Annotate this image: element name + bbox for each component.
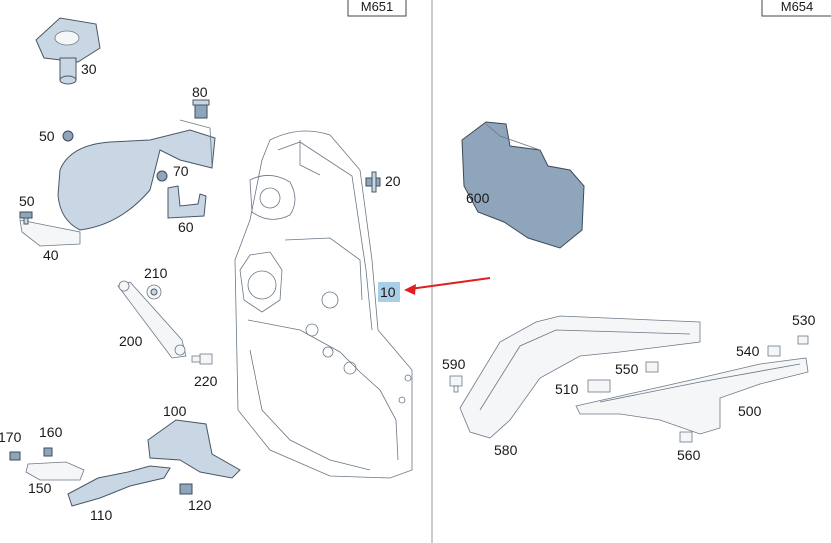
callout-560[interactable]: 560 [677,447,701,463]
part-200[interactable] [117,280,187,359]
callout-530[interactable]: 530 [792,312,816,328]
engine-tab-m651[interactable]: M651 [347,0,407,17]
callout-170[interactable]: 170 [0,429,22,445]
part-100[interactable] [147,419,241,479]
callout-120[interactable]: 120 [188,497,212,513]
part-70[interactable] [156,170,168,182]
part-510[interactable] [587,379,611,393]
engine-label-m654: M654 [781,0,814,14]
part-160[interactable] [43,447,53,457]
callout-220[interactable]: 220 [194,373,218,389]
callout-550[interactable]: 550 [615,361,639,377]
part-530[interactable] [797,335,809,345]
part-150[interactable] [25,461,85,481]
engine-tab-m654[interactable]: M654 [761,0,831,17]
part-590[interactable] [449,375,463,393]
part-120[interactable] [179,483,193,495]
callout-50b[interactable]: 50 [19,193,35,209]
callout-70[interactable]: 70 [173,163,189,179]
part-30[interactable] [35,17,101,85]
part-50a[interactable] [62,130,74,142]
callout-10-highlight[interactable] [378,282,400,302]
callout-200[interactable]: 200 [119,333,143,349]
callout-60[interactable]: 60 [178,219,194,235]
part-40[interactable] [19,119,216,247]
part-10[interactable] [234,130,413,479]
callout-100[interactable]: 100 [163,403,187,419]
pointer-arrow-head [404,284,416,295]
callout-160[interactable]: 160 [39,424,63,440]
callout-10[interactable]: 10 [380,284,396,300]
part-170[interactable] [9,451,21,461]
callout-20[interactable]: 20 [385,173,401,189]
part-540[interactable] [767,345,781,357]
part-580[interactable] [459,315,701,439]
part-220[interactable] [191,353,213,365]
part-80[interactable] [192,99,210,119]
part-500[interactable] [575,357,809,435]
callout-580[interactable]: 580 [494,442,518,458]
callout-30[interactable]: 30 [81,61,97,77]
part-50b[interactable] [19,211,33,225]
callout-50a[interactable]: 50 [39,128,55,144]
part-600[interactable] [461,121,585,249]
part-60[interactable] [167,185,207,219]
callout-600[interactable]: 600 [466,190,490,206]
callout-590[interactable]: 590 [442,356,466,372]
callout-80[interactable]: 80 [192,84,208,100]
pointer-arrow [409,277,491,290]
callout-500[interactable]: 500 [738,403,762,419]
callout-210[interactable]: 210 [144,265,168,281]
callout-40[interactable]: 40 [43,247,59,263]
part-20[interactable] [365,171,381,193]
part-560[interactable] [679,431,693,443]
callout-110[interactable]: 110 [90,507,113,523]
engine-label-m651: M651 [361,0,394,14]
callout-150[interactable]: 150 [28,480,52,496]
part-550[interactable] [645,361,659,373]
part-110[interactable] [67,465,171,507]
part-210[interactable] [146,284,162,300]
callout-510[interactable]: 510 [555,381,579,397]
callout-540[interactable]: 540 [736,343,760,359]
